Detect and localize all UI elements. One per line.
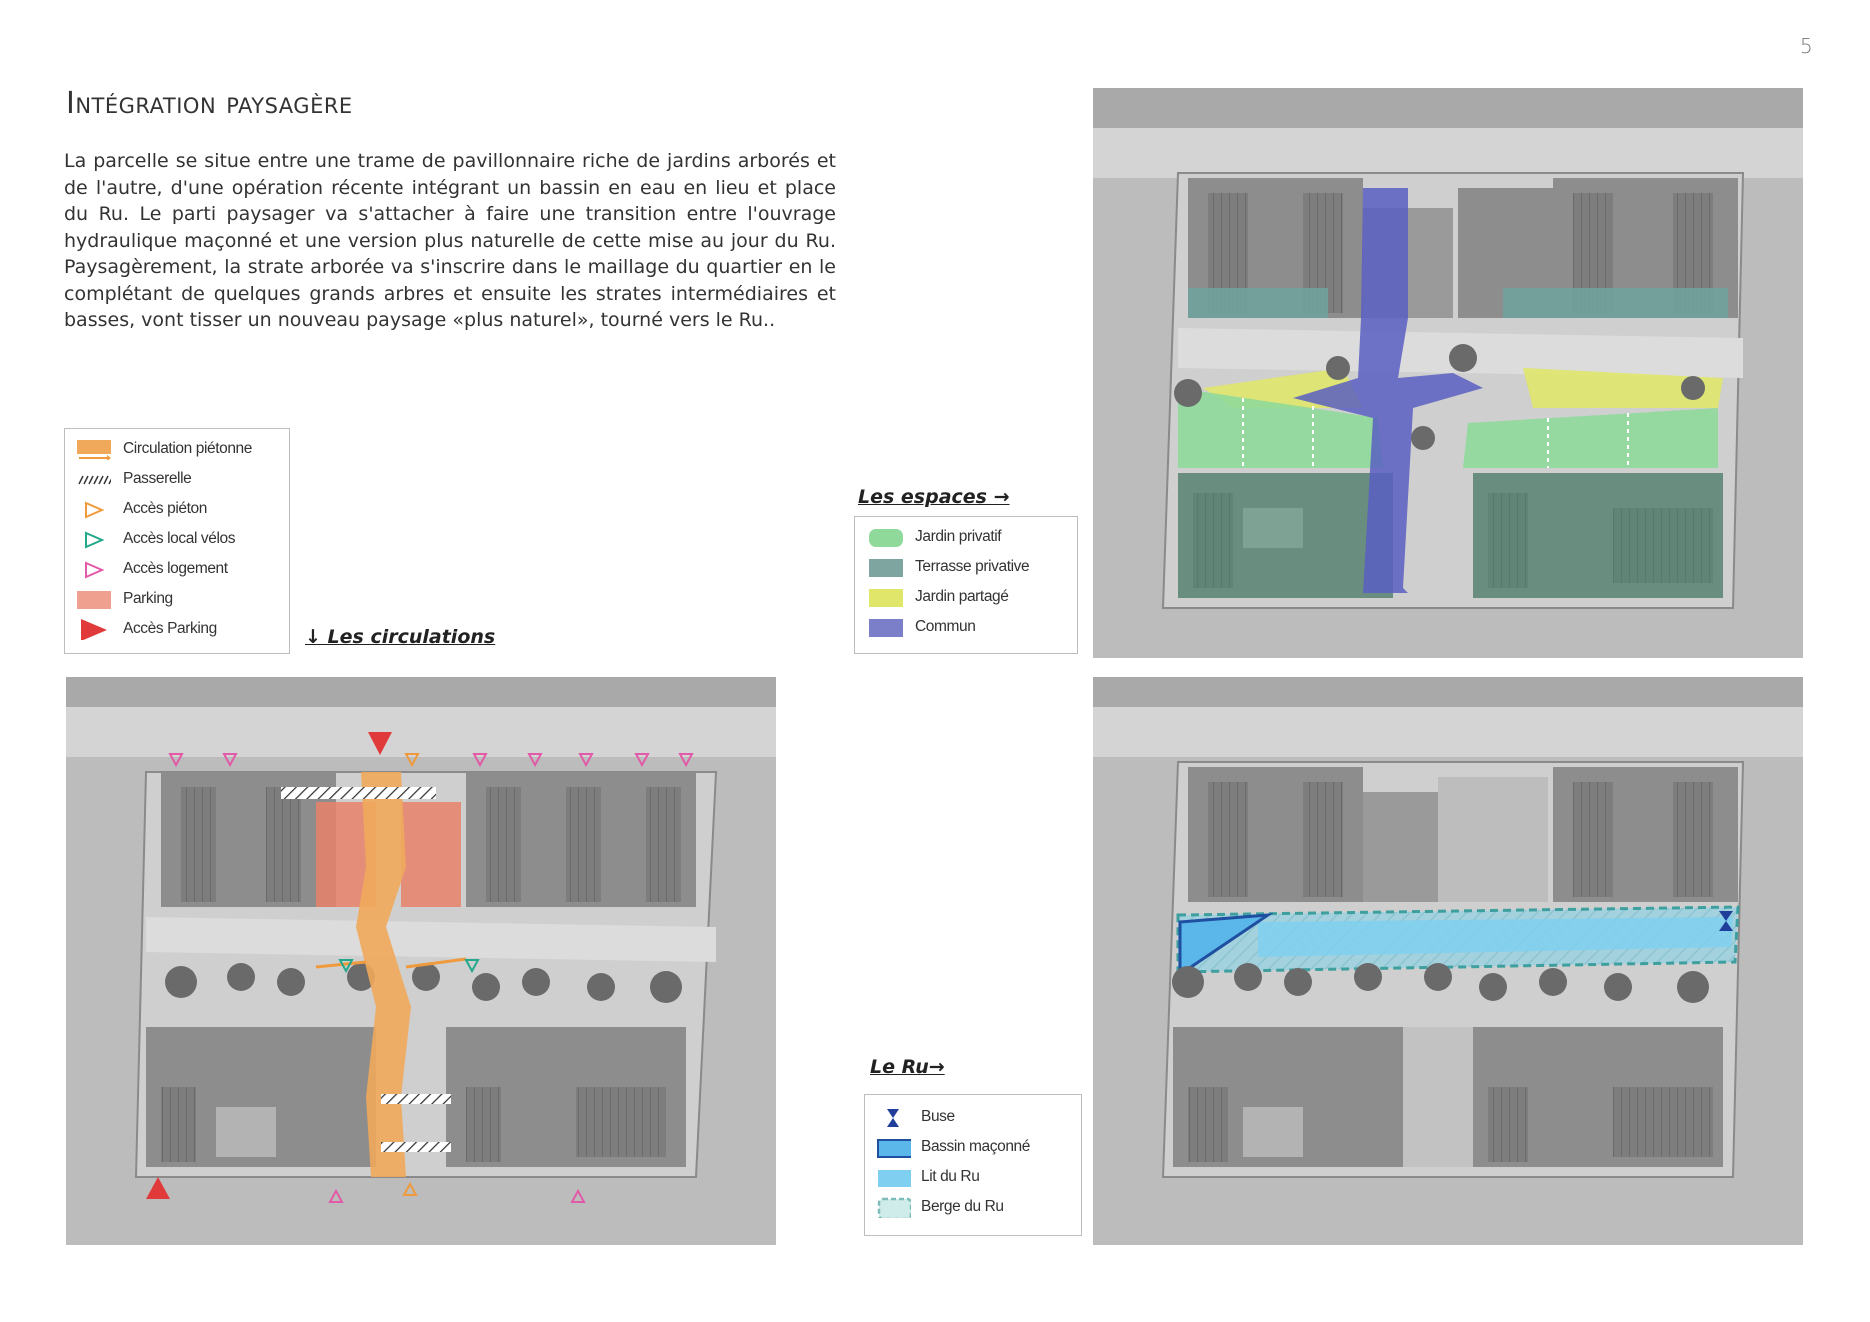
private-garden-swatch-icon — [869, 529, 903, 547]
legend-label: Lit du Ru — [921, 1168, 980, 1185]
page-number: 5 — [1800, 34, 1813, 58]
circulations-legend: Circulation piétonne Passerelle Accès pi… — [64, 428, 290, 654]
ru-title: Le Ru→ — [870, 1056, 945, 1078]
espaces-title: Les espaces → — [858, 486, 1010, 508]
legend-label: Jardin partagé — [915, 588, 1009, 605]
private-terrace-swatch-icon — [869, 559, 903, 577]
legend-label: Accès piéton — [123, 500, 207, 517]
legend-label: Commun — [915, 618, 976, 635]
espaces-site-plan — [1093, 88, 1803, 658]
circulations-plan-drawing — [66, 677, 776, 1245]
pedestrian-access-triangle-icon — [85, 501, 105, 519]
espaces-legend: Jardin privatif Terrasse privative Jardi… — [854, 516, 1078, 654]
intro-paragraph: La parcelle se situe entre une trame de … — [64, 150, 836, 331]
pedestrian-path-icon — [77, 440, 111, 460]
ru-legend: Buse Bassin maçonné Lit du Ru Berge du R… — [864, 1094, 1082, 1236]
masonry-basin-swatch-icon — [877, 1139, 911, 1158]
housing-access-triangle-icon — [85, 561, 105, 579]
circulations-site-plan — [66, 677, 776, 1245]
bike-access-triangle-icon — [85, 531, 105, 549]
espaces-plan-drawing — [1093, 88, 1803, 658]
stream-bed-swatch-icon — [878, 1170, 911, 1187]
legend-label: Passerelle — [123, 470, 192, 487]
legend-label: Accès Parking — [123, 620, 217, 637]
culvert-icon — [887, 1109, 899, 1127]
legend-label: Accès logement — [123, 560, 228, 577]
legend-label: Accès local vélos — [123, 530, 236, 547]
circulations-title: ↓ Les circulations — [305, 626, 496, 648]
parking-access-triangle-icon — [81, 619, 107, 640]
stream-bank-swatch-icon — [877, 1197, 911, 1218]
legend-label: Jardin privatif — [915, 528, 1002, 545]
ru-site-plan — [1093, 677, 1803, 1245]
legend-label: Bassin maçonné — [921, 1138, 1030, 1155]
legend-label: Circulation piétonne — [123, 440, 253, 457]
shared-garden-swatch-icon — [869, 589, 903, 607]
legend-label: Berge du Ru — [921, 1198, 1004, 1215]
common-area-swatch-icon — [869, 619, 903, 637]
legend-label: Terrasse privative — [915, 558, 1030, 575]
footbridge-icon — [78, 475, 111, 485]
ru-plan-drawing — [1093, 677, 1803, 1245]
parking-swatch-icon — [77, 591, 111, 609]
page-title: Intégration paysagère — [66, 86, 353, 121]
legend-label: Buse — [921, 1108, 955, 1125]
legend-label: Parking — [123, 590, 173, 607]
